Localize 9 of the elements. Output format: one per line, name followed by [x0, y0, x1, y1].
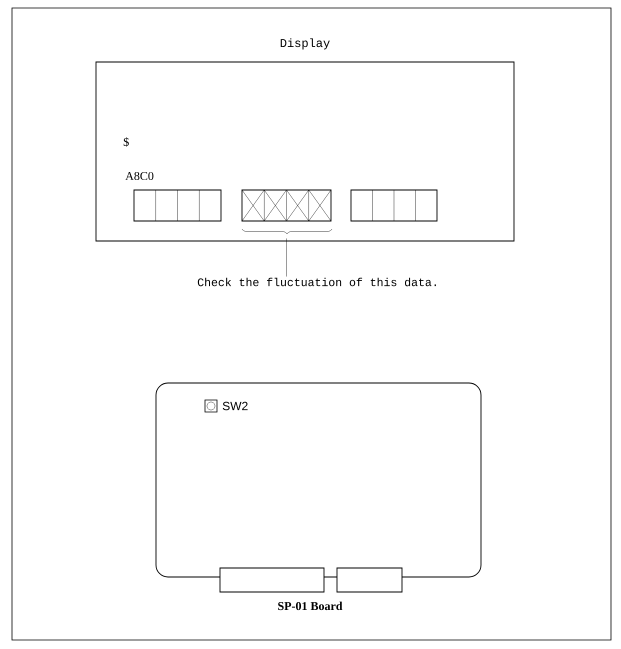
digit-group	[134, 190, 222, 222]
leader-line	[286, 238, 287, 277]
board-label: SP-01 Board	[278, 602, 342, 610]
display-text: $	[124, 137, 129, 147]
display-text: A8C0	[125, 172, 154, 180]
display-title: Display	[280, 38, 330, 50]
digit-group	[242, 190, 332, 222]
note-text: Check the fluctuation of this data.	[198, 278, 436, 286]
digit-group	[350, 190, 438, 222]
